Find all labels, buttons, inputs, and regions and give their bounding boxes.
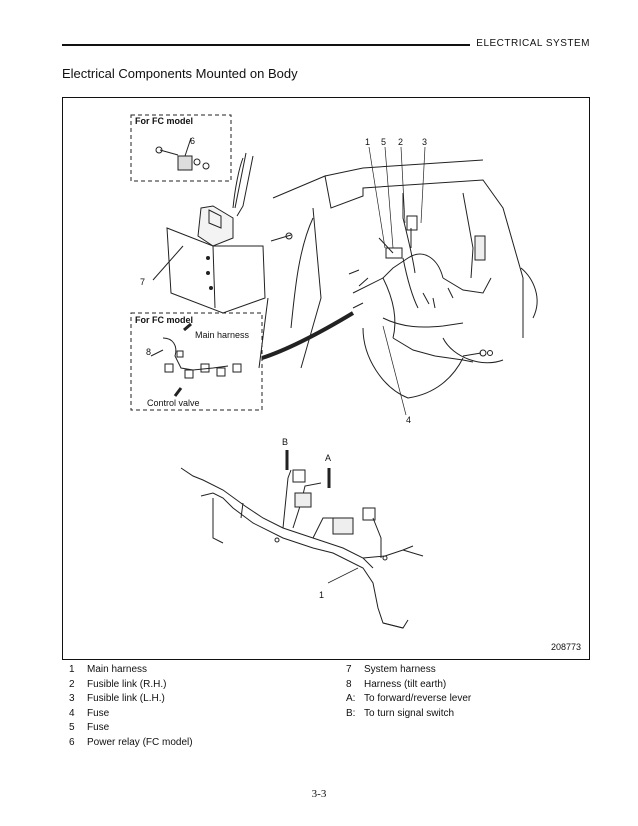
truck-body-outline: [258, 159, 538, 399]
figure-number: 208773: [550, 642, 581, 652]
callout-a: A: [325, 453, 332, 463]
callout-3: 3: [422, 137, 428, 147]
section-label: ELECTRICAL SYSTEM: [476, 38, 590, 49]
callout-6: 6: [190, 136, 196, 146]
callout-7: 7: [140, 277, 146, 287]
harness-route-arrow: [261, 311, 355, 360]
power-relay-drawing: [155, 137, 210, 171]
steering-column-drawing: [152, 152, 266, 314]
callout-5: 5: [381, 137, 387, 147]
wiring-diagram-illustration: [130, 114, 538, 629]
main-harness-drawing: [270, 215, 492, 363]
control-valve-label: Control valve: [147, 398, 200, 408]
page-title: Electrical Components Mounted on Body: [62, 66, 298, 81]
inset-tilt-earth-title: For FC model: [135, 315, 193, 325]
legend-item: B:To turn signal switch: [346, 707, 455, 719]
page-number: 3-3: [311, 788, 327, 800]
callout-1-bottom: 1: [319, 590, 325, 600]
tilt-earth-harness-drawing: [150, 322, 242, 397]
header-rule: [62, 44, 470, 46]
inset-relay-title: For FC model: [135, 116, 193, 126]
callout-b: B: [282, 437, 289, 447]
wiring-diagram-figure: For FC model 6 1 5 2 3 7 For FC model Ma…: [62, 97, 590, 660]
inset-frame-tilt-earth: [130, 312, 263, 411]
bolt-right-drawing: [462, 349, 493, 357]
callout-leaders: [368, 146, 426, 416]
callout-8: 8: [146, 347, 152, 357]
detail-harness-drawing: [180, 450, 424, 629]
inset-frame-relay: [130, 114, 232, 182]
callout-2: 2: [398, 137, 404, 147]
callout-1-top: 1: [365, 137, 371, 147]
callout-4: 4: [406, 415, 412, 425]
main-harness-label: Main harness: [195, 330, 250, 340]
legend-item: A:To forward/reverse lever: [346, 693, 472, 704]
